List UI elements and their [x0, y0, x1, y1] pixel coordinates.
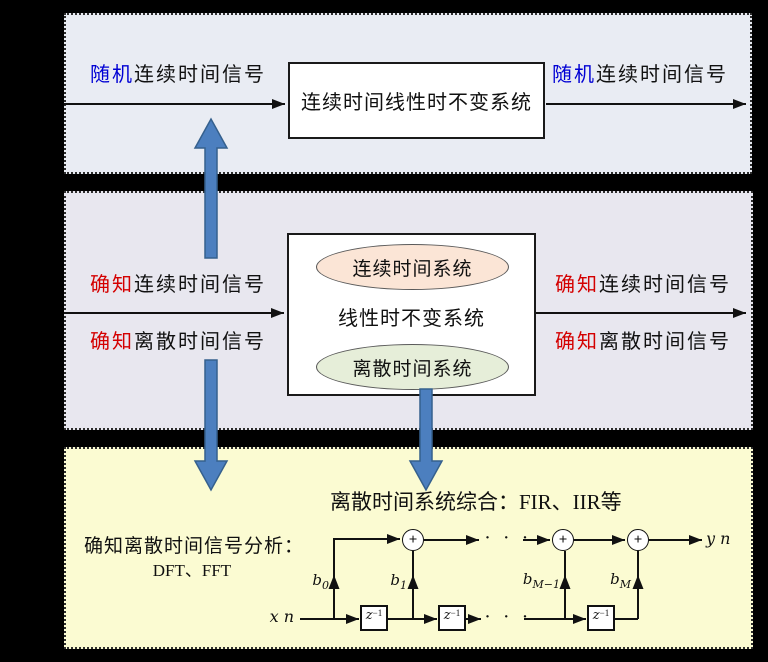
tap-sub: M−1 [532, 578, 560, 591]
lti-system-title: 线性时不变系统 [338, 308, 485, 330]
delay-block-2: z−1 [438, 605, 466, 631]
tap-coefficient-bM: bM [602, 570, 631, 591]
filter-output-label: y n [706, 529, 731, 548]
discrete-time-system-label: 离散时间系统 [352, 358, 473, 380]
filter-input-label: x n [269, 607, 294, 626]
output-ct-rest: 连续时间信号 [599, 274, 731, 296]
continuous-lti-system-box: 连续时间线性时不变系统 [288, 62, 545, 139]
output-label-rest: 连续时间信号 [596, 64, 728, 86]
tap-base: b [610, 570, 620, 588]
tap-base: b [312, 571, 322, 589]
analysis-title: 确知离散时间信号分析： [84, 536, 305, 557]
tap-base: b [522, 570, 533, 588]
tap-sub: 0 [322, 579, 329, 592]
discrete-time-system-ellipse: 离散时间系统 [316, 344, 509, 390]
delay-exponent: −1 [372, 608, 383, 618]
output-dt-highlight: 确知 [555, 331, 599, 353]
input-ct-highlight: 确知 [90, 274, 134, 296]
deterministic-continuous-input-label: 确知连续时间信号 [90, 274, 266, 296]
adder-2: + [552, 529, 574, 551]
continuous-time-system-label: 连续时间系统 [352, 258, 473, 280]
delay-exponent: −1 [450, 608, 461, 618]
input-label-highlight: 随机 [90, 64, 134, 86]
plus-icon: + [408, 531, 418, 548]
analysis-methods: DFT、FFT [152, 561, 232, 580]
synthesis-title: 离散时间系统综合：FIR、IIR等 [330, 490, 622, 514]
tap-sub: M [619, 578, 631, 591]
tap-sub: 1 [400, 579, 407, 592]
continuous-time-system-ellipse: 连续时间系统 [316, 244, 509, 290]
delay-exponent: −1 [599, 608, 610, 618]
ellipsis-bottom: · · · [485, 609, 533, 625]
random-continuous-output-label: 随机连续时间信号 [552, 64, 728, 86]
random-continuous-input-label: 随机连续时间信号 [90, 64, 266, 86]
adder-1: + [402, 529, 424, 551]
plus-icon: + [558, 531, 568, 548]
input-label-rest: 连续时间信号 [134, 64, 266, 86]
tap-base: b [390, 571, 400, 589]
delay-base: z [443, 608, 451, 623]
tap-coefficient-b1: b1 [378, 571, 407, 592]
deterministic-discrete-input-label: 确知离散时间信号 [90, 331, 266, 353]
delay-block-1: z−1 [360, 605, 388, 631]
tap-coefficient-bM-1: bM−1 [518, 570, 560, 591]
delay-base: z [365, 608, 373, 623]
input-dt-highlight: 确知 [90, 331, 134, 353]
output-dt-rest: 离散时间信号 [599, 331, 731, 353]
ellipsis-top: · · · [485, 530, 533, 546]
panel-random-continuous: 随机连续时间信号 随机连续时间信号 [64, 13, 752, 174]
plus-icon: + [633, 531, 643, 548]
output-label-highlight: 随机 [552, 64, 596, 86]
tap-coefficient-b0: b0 [300, 571, 329, 592]
input-ct-rest: 连续时间信号 [134, 274, 266, 296]
adder-3: + [627, 529, 649, 551]
input-dt-rest: 离散时间信号 [134, 331, 266, 353]
delay-base: z [592, 608, 600, 623]
output-ct-highlight: 确知 [555, 274, 599, 296]
continuous-lti-system-label: 连续时间线性时不变系统 [301, 92, 532, 114]
deterministic-continuous-output-label: 确知连续时间信号 [555, 274, 731, 296]
deterministic-discrete-output-label: 确知离散时间信号 [555, 331, 731, 353]
delay-block-3: z−1 [587, 605, 615, 631]
